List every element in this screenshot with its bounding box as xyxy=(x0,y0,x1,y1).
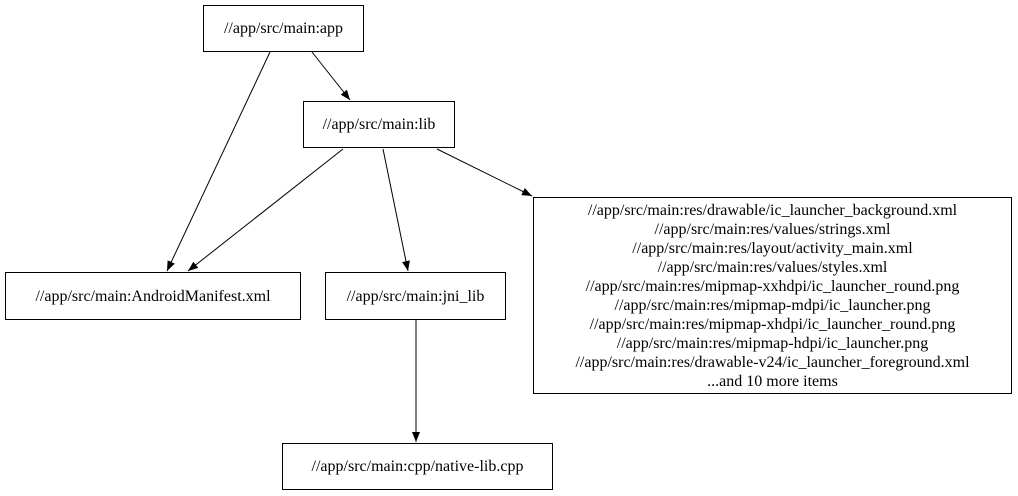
edge-lib-to-resources xyxy=(436,148,533,197)
resource-item: //app/src/main:res/mipmap-mdpi/ic_launch… xyxy=(614,296,931,314)
resource-item: //app/src/main:res/mipmap-xxhdpi/ic_laun… xyxy=(585,277,960,295)
node-jni-lib: //app/src/main:jni_lib xyxy=(325,272,506,320)
resource-item: //app/src/main:res/values/styles.xml xyxy=(657,258,888,276)
resource-more-items: ...and 10 more items xyxy=(707,372,838,390)
edge-app-to-android-manifest xyxy=(166,51,271,272)
resource-item: //app/src/main:res/layout/activity_main.… xyxy=(632,239,913,257)
node-android-manifest: //app/src/main:AndroidManifest.xml xyxy=(5,272,301,320)
resource-item: //app/src/main:res/drawable/ic_launcher_… xyxy=(587,201,958,219)
node-app: //app/src/main:app xyxy=(203,5,364,52)
edge-lib-to-jni-lib xyxy=(382,148,410,272)
node-native-lib-cpp-label: //app/src/main:cpp/native-lib.cpp xyxy=(311,458,524,475)
resource-item: //app/src/main:res/values/strings.xml xyxy=(654,220,891,238)
node-android-manifest-label: //app/src/main:AndroidManifest.xml xyxy=(35,287,271,305)
node-resources-group: //app/src/main:res/drawable/ic_launcher_… xyxy=(533,197,1012,394)
node-lib-label: //app/src/main:lib xyxy=(322,116,436,133)
resource-item: //app/src/main:res/mipmap-hdpi/ic_launch… xyxy=(616,334,929,352)
node-jni-lib-label: //app/src/main:jni_lib xyxy=(346,287,485,305)
node-native-lib-cpp: //app/src/main:cpp/native-lib.cpp xyxy=(282,443,553,490)
node-app-label: //app/src/main:app xyxy=(223,20,344,37)
edge-lib-to-android-manifest xyxy=(187,148,344,272)
edge-app-to-lib xyxy=(311,51,351,101)
resource-item: //app/src/main:res/mipmap-xhdpi/ic_launc… xyxy=(589,315,956,333)
resource-item: //app/src/main:res/drawable-v24/ic_launc… xyxy=(575,353,970,371)
node-lib: //app/src/main:lib xyxy=(303,101,455,148)
